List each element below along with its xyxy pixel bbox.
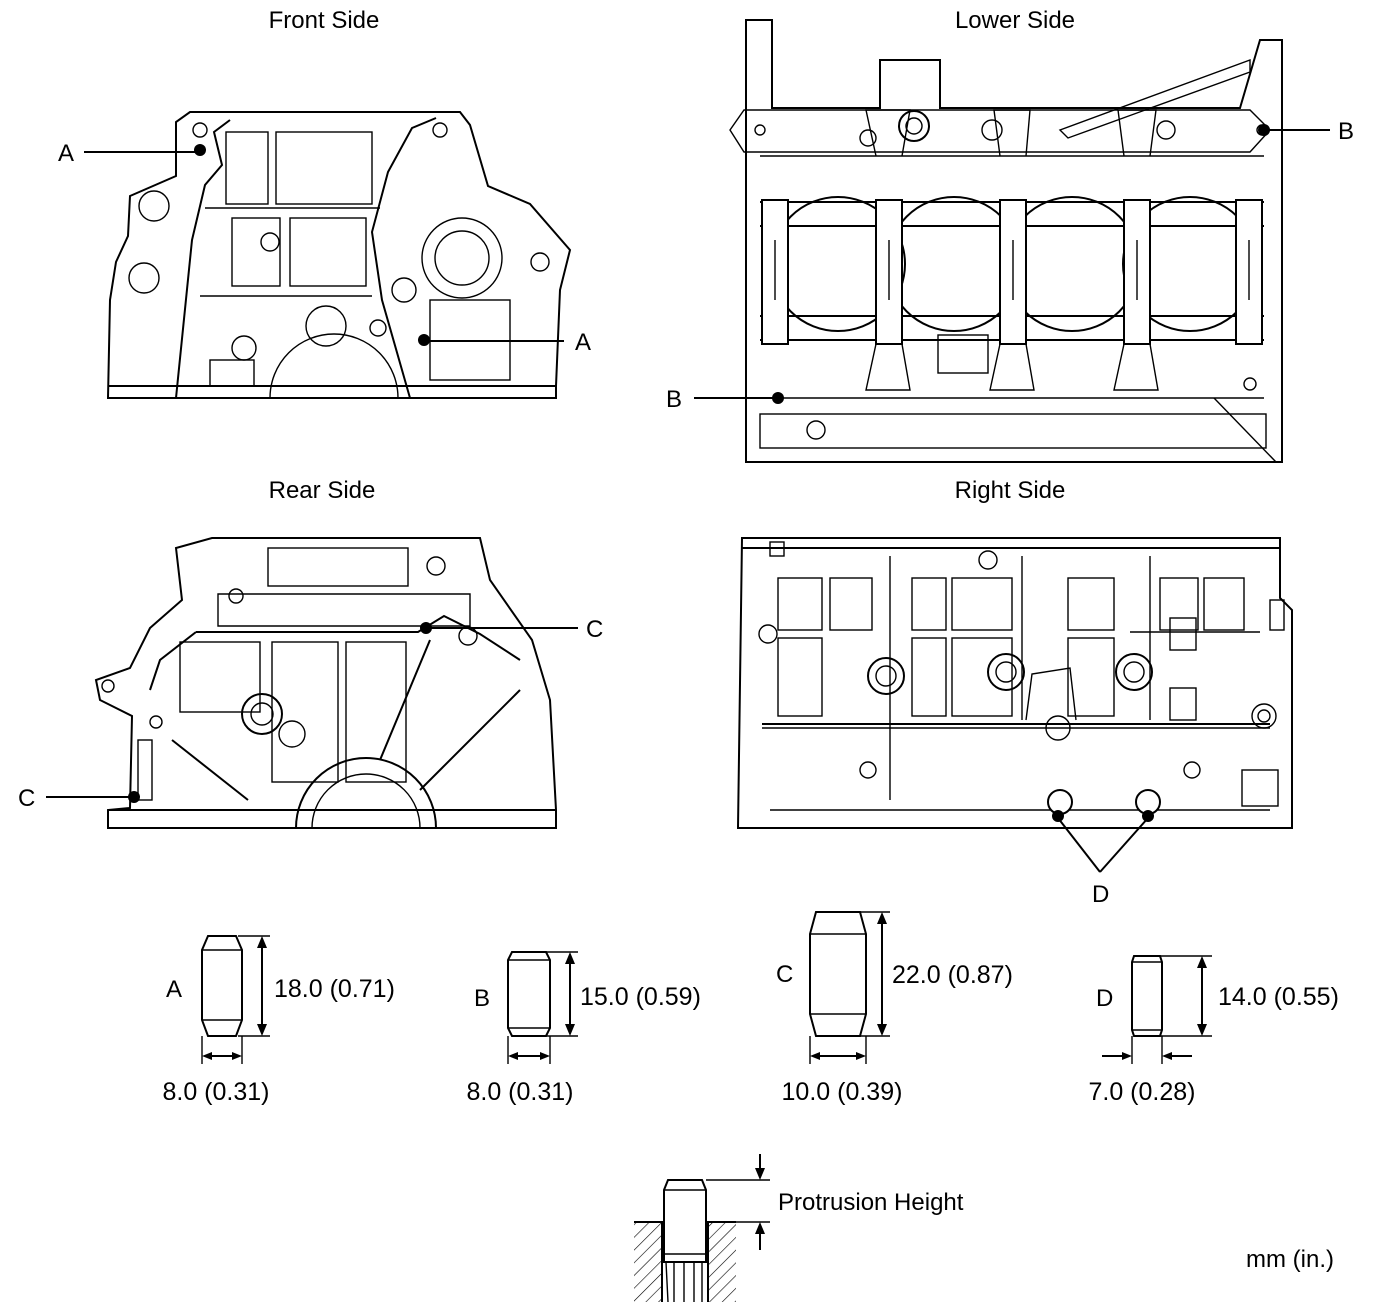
pin-c-letter: C [776,961,793,988]
callout-c2: C [18,785,35,812]
pin-d-body [1131,955,1163,1037]
right-side-view: Right Side [736,477,1293,908]
callout-c1: C [586,616,603,643]
rear-block-outline [94,537,557,829]
dowel-hole-marker-d1 [1052,810,1064,822]
dowel-hole-marker-c2 [128,791,140,803]
pin-d-letter: D [1096,985,1113,1012]
dowel-hole-marker-c1 [420,622,432,634]
protrusion-height-label: Protrusion Height [778,1189,964,1216]
rear-side-title: Rear Side [269,477,376,504]
protrusion-height-detail: Protrusion Height [634,1154,964,1303]
pin-b: B 15.0 (0.59) 8.0 (0.31) [466,951,701,1106]
leader-line-d1 [1057,817,1101,873]
dowel-hole-marker-b2 [772,392,784,404]
pin-a: A 18.0 (0.71) 8.0 (0.31) [162,935,395,1106]
callout-a1: A [58,140,74,167]
hatched-block-right [708,1222,736,1302]
leader-line-d2 [1099,817,1149,873]
units-label: mm (in.) [1246,1246,1334,1273]
pin-a-letter: A [166,976,182,1003]
front-block-outline [106,111,572,399]
right-side-title: Right Side [955,477,1066,504]
pin-d-length: 14.0 (0.55) [1218,983,1339,1011]
pin-b-letter: B [474,985,490,1012]
right-block-outline [736,537,1293,829]
hatched-block-left [634,1222,662,1302]
dowel-hole-marker-b1 [1258,124,1270,136]
dowel-hole-marker-d2 [1142,810,1154,822]
pin-a-diameter: 8.0 (0.31) [162,1078,269,1106]
pin-b-length: 15.0 (0.59) [580,983,701,1011]
callout-b1: B [1338,118,1354,145]
callout-d: D [1092,881,1109,908]
dowel-hole-marker-a2 [418,334,430,346]
lower-block-outline [729,19,1283,463]
pin-c-length: 22.0 (0.87) [892,961,1013,989]
callout-b2: B [666,386,682,413]
lower-side-view: Lower Side [666,7,1354,463]
front-side-title: Front Side [269,7,380,34]
pin-b-body [507,951,551,1037]
pin-a-body [201,935,243,1037]
pin-c: C 22.0 (0.87) 10.0 (0.39) [776,911,1013,1106]
callout-a2: A [575,329,591,356]
pin-c-body [809,911,867,1037]
pin-d-diameter: 7.0 (0.28) [1088,1078,1195,1106]
pin-a-length: 18.0 (0.71) [274,975,395,1003]
pin-b-diameter: 8.0 (0.31) [466,1078,573,1106]
dowel-pin-in-hole [663,1179,707,1263]
pin-c-diameter: 10.0 (0.39) [782,1078,903,1106]
pin-d: D 14.0 (0.55) 7.0 (0.28) [1088,955,1339,1106]
lower-side-title: Lower Side [955,7,1075,34]
rear-side-view: Rear Side C [18,477,603,829]
front-side-view: Front Side [58,7,591,399]
dowel-hole-marker-a1 [194,144,206,156]
